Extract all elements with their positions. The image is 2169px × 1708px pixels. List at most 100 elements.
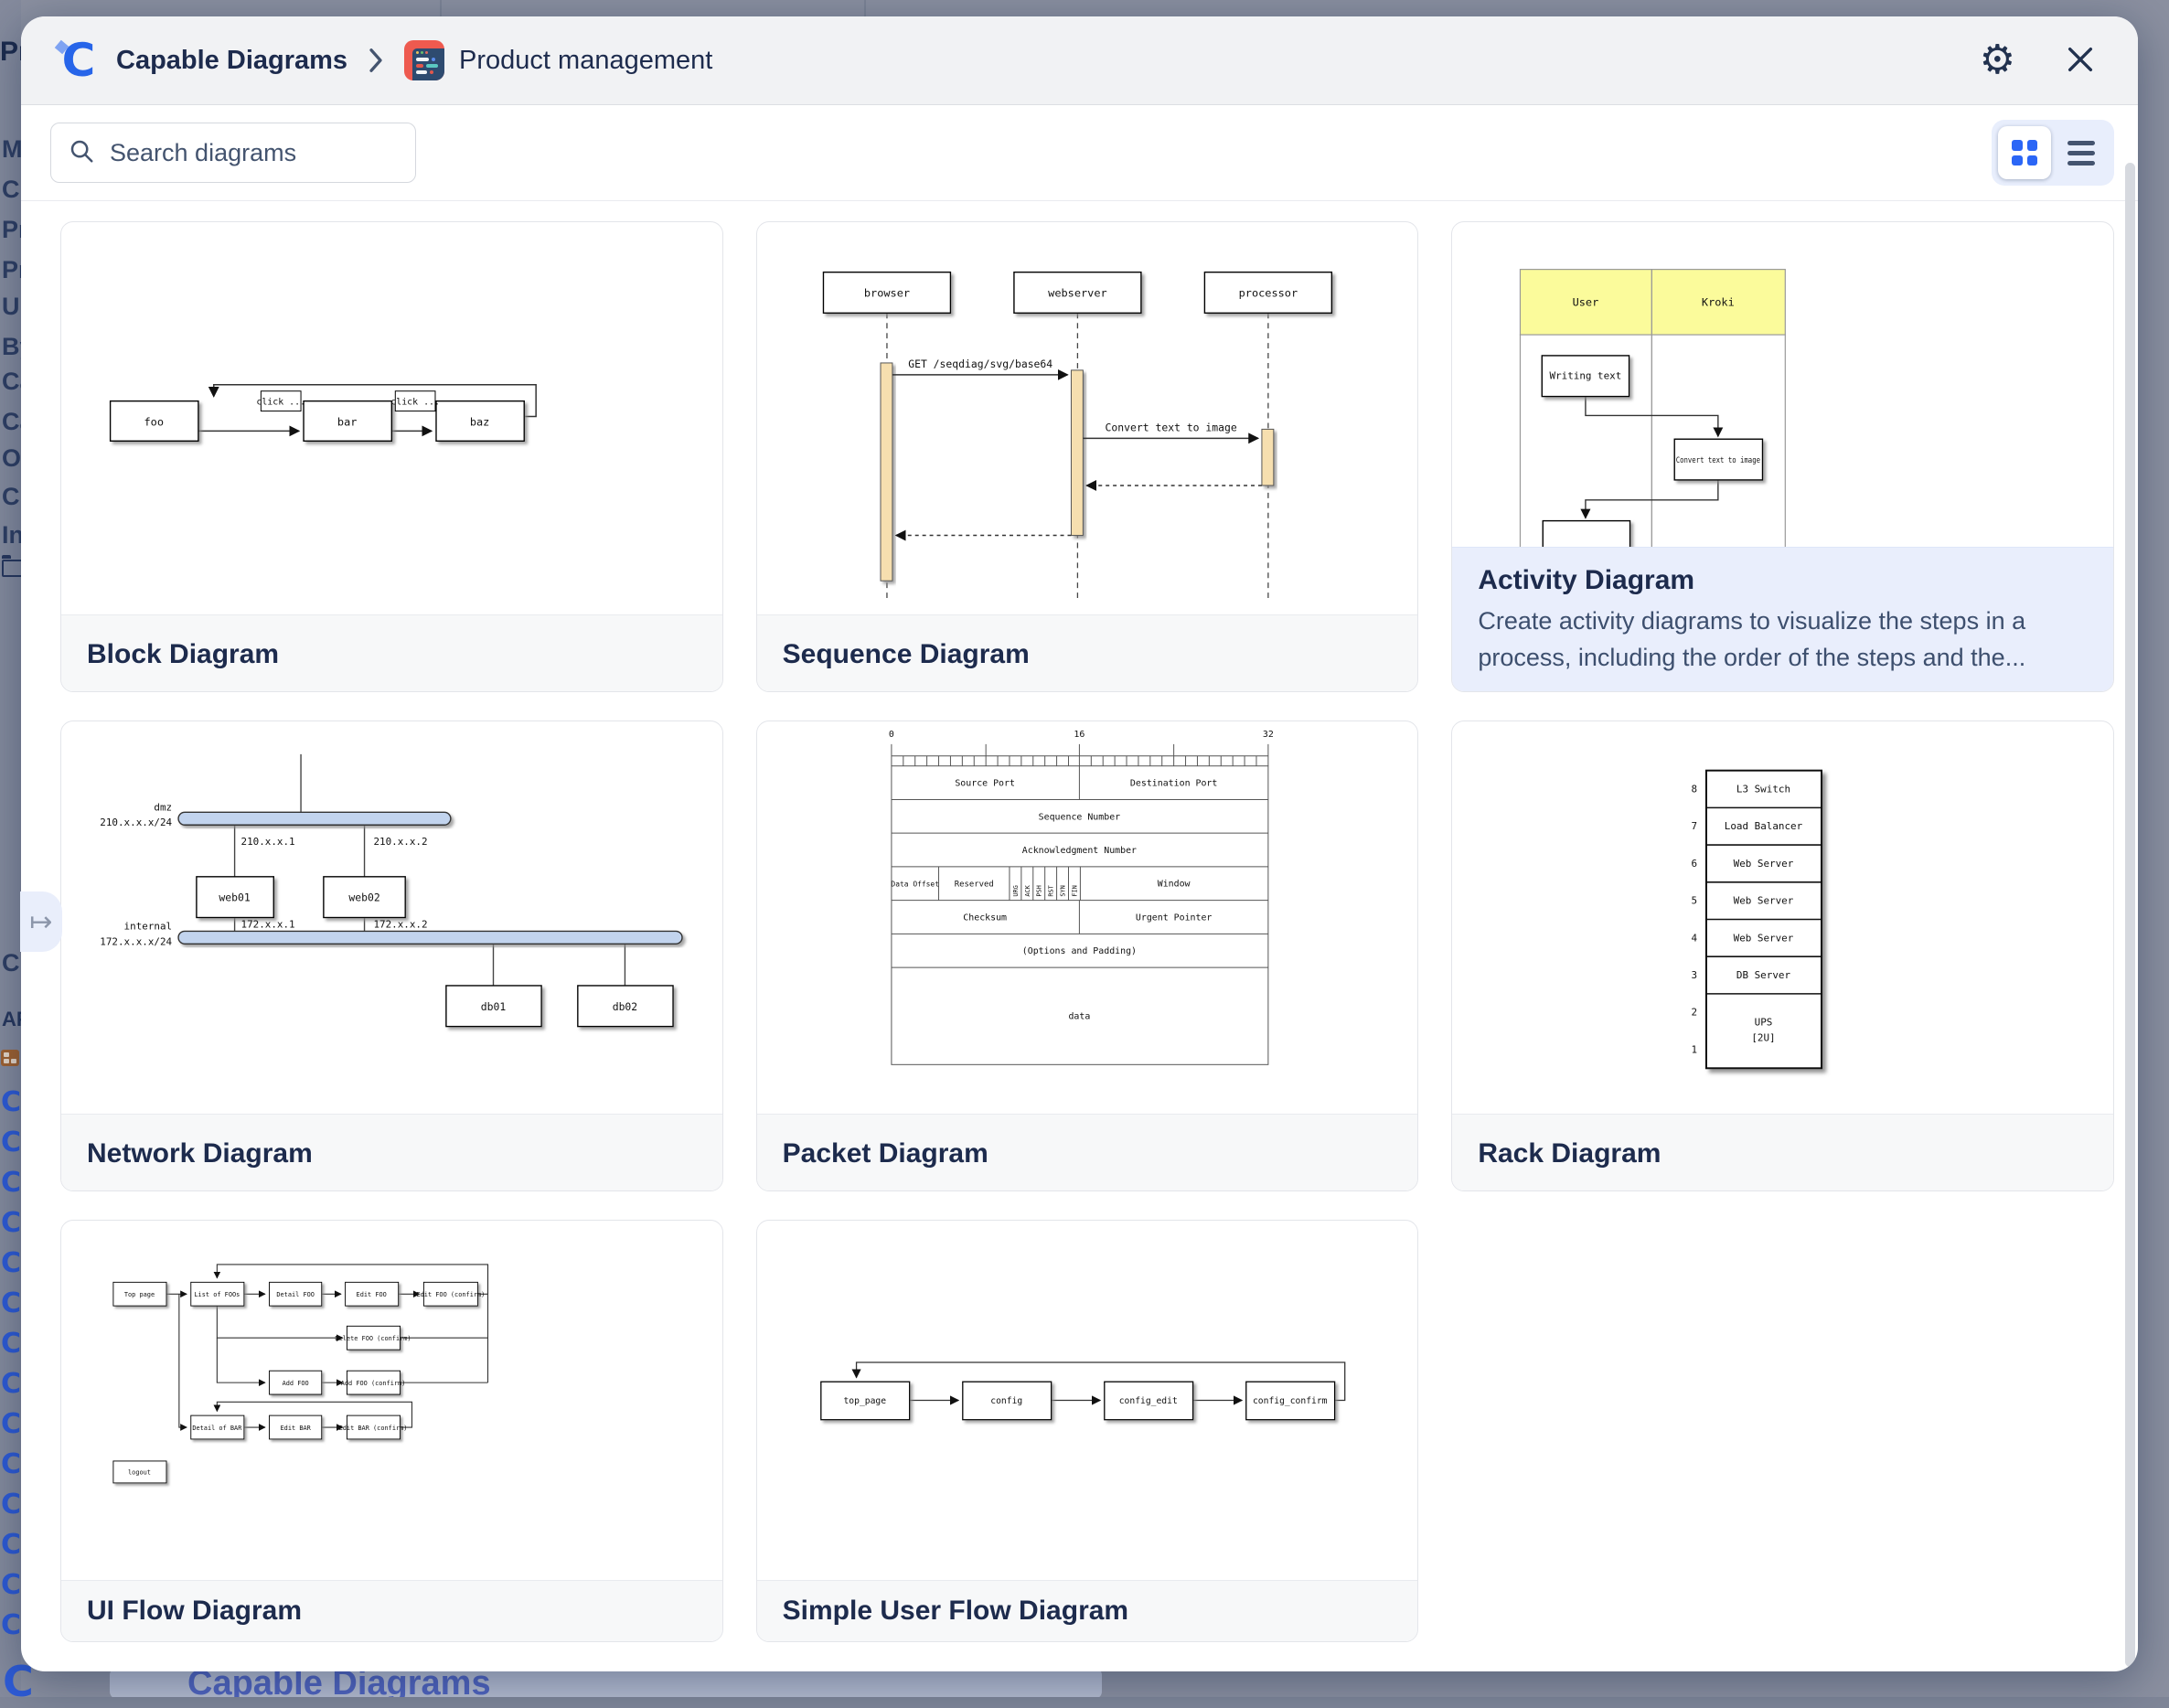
block-diagram-preview: foo bar baz click ... click ... xyxy=(61,222,722,614)
node-label: bar xyxy=(337,415,358,428)
node-label: Edit FOO (confirm) xyxy=(416,1291,485,1298)
diagram-picker-dialog: C Capable Diagrams Product management xyxy=(21,16,2138,1671)
network-name: dmz xyxy=(154,801,172,813)
address-label: 210.x.x.1 xyxy=(241,836,295,848)
network-name: internal xyxy=(124,920,173,932)
template-grid: foo bar baz click ... click ... Block Di… xyxy=(21,201,2138,1642)
node-label: config xyxy=(990,1396,1022,1406)
flag-label: URG xyxy=(1012,885,1020,897)
card-title: Simple User Flow Diagram xyxy=(782,1596,1129,1626)
bar xyxy=(416,70,428,74)
sidebar-item: Cr xyxy=(2,949,21,977)
flag-label: FIN xyxy=(1071,885,1078,897)
unit-label: L3 Switch xyxy=(1736,784,1790,795)
packet-diagram-svg: 0 16 32 Source Port Destination Port Seq… xyxy=(889,730,1274,1065)
breadcrumb-page: Product management xyxy=(459,45,713,75)
sidebar-section-label: AP xyxy=(2,1008,21,1030)
field-label: data xyxy=(1068,1012,1090,1022)
capable-logo-icon: C xyxy=(1,1609,21,1641)
backdrop-divider xyxy=(864,0,866,16)
card-footer: Network Diagram xyxy=(61,1114,722,1190)
flow-edges xyxy=(851,1361,1346,1405)
slot-number: 3 xyxy=(1692,969,1698,981)
sidebar-item: UI xyxy=(2,293,21,320)
search-input[interactable] xyxy=(108,137,399,168)
ui-flow-diagram-preview: Top page List of FOOs Detail FOO Edit FO… xyxy=(61,1221,722,1580)
scrollbar-thumb[interactable] xyxy=(2125,163,2135,1667)
network-cidr: 172.x.x.x/24 xyxy=(100,935,172,947)
network-diagram-svg: dmz 210.x.x.x/24 210.x.x.1 210.x.x.2 web… xyxy=(100,753,683,1028)
node-label: Detail FOO xyxy=(276,1291,315,1298)
template-card-activity-diagram[interactable]: User Kroki Writing text Convert text to … xyxy=(1451,221,2114,692)
template-card-ui-flow-diagram[interactable]: Top page List of FOOs Detail FOO Edit FO… xyxy=(60,1220,723,1642)
breadcrumb-app[interactable]: Capable Diagrams xyxy=(116,45,348,75)
flag-label: RST xyxy=(1047,884,1054,896)
flag-label: PSH xyxy=(1035,885,1042,897)
template-card-block-diagram[interactable]: foo bar baz click ... click ... Block Di… xyxy=(60,221,723,692)
unit-label: [2U] xyxy=(1752,1032,1776,1044)
node-label: config_confirm xyxy=(1253,1396,1328,1406)
capable-logo-icon: C xyxy=(1,1448,21,1480)
card-title: Activity Diagram xyxy=(1478,565,1695,596)
search-field[interactable] xyxy=(50,123,416,183)
card-footer: UI Flow Diagram xyxy=(61,1580,722,1641)
block-nodes xyxy=(109,390,525,443)
flag-label: SYN xyxy=(1059,885,1066,897)
unit-label: Load Balancer xyxy=(1725,820,1803,832)
bar xyxy=(426,64,439,68)
backdrop-divider xyxy=(440,0,442,16)
capable-logo-icon: C xyxy=(1,1328,21,1360)
sidebar-item: Ca xyxy=(2,368,21,395)
packet-grid xyxy=(891,765,1269,1065)
template-card-sequence-diagram[interactable]: browser webserver processor GET /seqdiag… xyxy=(755,221,1419,692)
ui-flow-edges xyxy=(166,1264,489,1431)
message-label: GET /seqdiag/svg/base64 xyxy=(908,358,1052,370)
activity-diagram-svg: User Kroki Writing text Convert text to … xyxy=(1520,269,1787,547)
lane-label: Kroki xyxy=(1702,295,1735,308)
capable-diagrams-logo-icon: C xyxy=(56,37,102,83)
network-nodes xyxy=(196,876,674,1028)
template-card-network-diagram[interactable]: dmz 210.x.x.x/24 210.x.x.1 210.x.x.2 web… xyxy=(60,721,723,1191)
list-view-button[interactable] xyxy=(2055,126,2108,179)
capable-logo-icon: C xyxy=(1,1529,21,1561)
node-label: foo xyxy=(144,415,164,428)
scale-label: 0 xyxy=(889,730,894,740)
field-label: Window xyxy=(1157,880,1190,890)
field-label: Destination Port xyxy=(1130,779,1217,789)
ui-flow-diagram-svg: Top page List of FOOs Detail FOO Edit FO… xyxy=(112,1264,489,1484)
node-label: web01 xyxy=(219,891,250,904)
sidebar-item: Pr xyxy=(2,216,21,243)
edge-label: click ... xyxy=(390,398,440,408)
bar xyxy=(416,58,430,61)
flag-label: ACK xyxy=(1023,884,1031,896)
template-card-rack-diagram[interactable]: 8 7 6 5 4 3 2 1 L3 Switch Load Balancer … xyxy=(1451,721,2114,1191)
edge-label: click ... xyxy=(256,398,305,408)
slot-number: 1 xyxy=(1692,1043,1698,1055)
rack-diagram-preview: 8 7 6 5 4 3 2 1 L3 Switch Load Balancer … xyxy=(1452,721,2113,1114)
sidebar-item: Cl xyxy=(2,483,21,510)
grid-view-button[interactable] xyxy=(1998,126,2051,179)
block-edges xyxy=(198,384,537,437)
field-label: Acknowledgment Number xyxy=(1021,846,1136,856)
capable-logo-icon: C xyxy=(1,1489,21,1521)
card-footer: Activity Diagram Create activity diagram… xyxy=(1452,547,2113,691)
template-card-packet-diagram[interactable]: 0 16 32 Source Port Destination Port Seq… xyxy=(755,721,1419,1191)
close-button[interactable] xyxy=(2061,40,2100,81)
sidebar-item: Cl xyxy=(2,176,21,203)
rack-diagram-svg: 8 7 6 5 4 3 2 1 L3 Switch Load Balancer … xyxy=(1692,769,1823,1070)
node-label: web02 xyxy=(348,891,379,904)
simple-user-flow-svg: top_page config config_edit config_confi… xyxy=(819,1361,1346,1421)
gear-icon: ⚙ xyxy=(1979,37,2015,83)
card-footer: Sequence Diagram xyxy=(756,614,1418,691)
unit-label: Web Server xyxy=(1734,895,1794,907)
template-card-simple-user-flow-diagram[interactable]: top_page config config_edit config_confi… xyxy=(755,1220,1419,1642)
sequence-diagram-svg: browser webserver processor GET /seqdiag… xyxy=(822,271,1332,600)
step-label: Convert text to image xyxy=(1676,456,1760,465)
node-label: Detail of BAR xyxy=(192,1425,242,1432)
activity-edges xyxy=(1580,396,1724,519)
sidebar-item: Ca xyxy=(2,408,21,435)
settings-button[interactable]: ⚙ xyxy=(1976,37,2019,84)
sidebar-expand-button[interactable]: ↦ xyxy=(20,891,62,952)
rack-unit-labels: L3 Switch Load Balancer Web Server Web S… xyxy=(1725,784,1803,1044)
simple-user-flow-preview: top_page config config_edit config_confi… xyxy=(757,1221,1418,1580)
